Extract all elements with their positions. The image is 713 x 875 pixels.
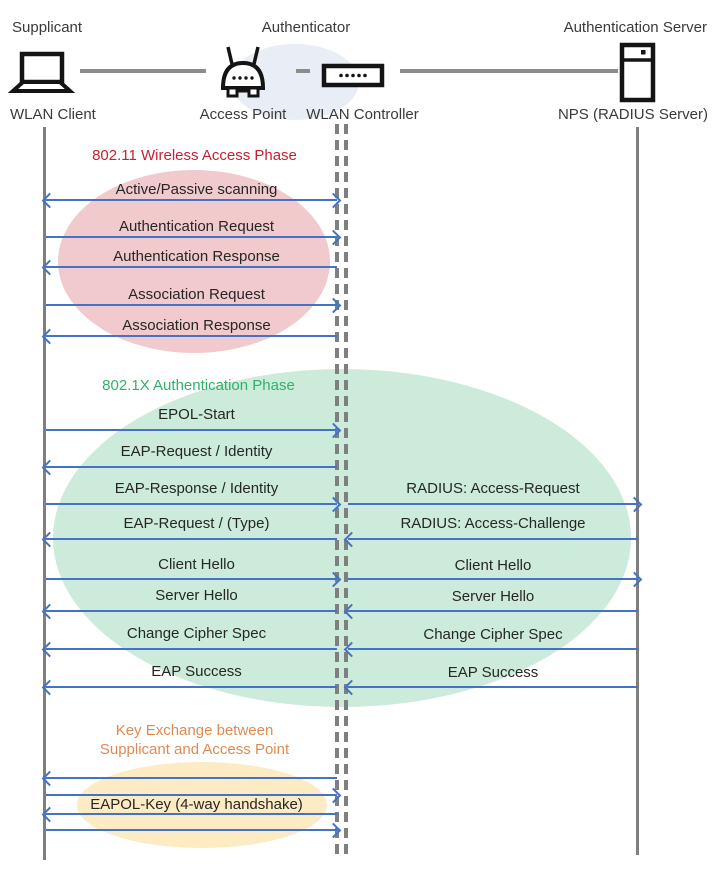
message-label: Authentication Response <box>113 248 280 265</box>
role-auth-server: Authentication Server <box>563 19 707 36</box>
server-icon <box>619 42 656 103</box>
label-nps-server: NPS (RADIUS Server) <box>557 106 708 123</box>
message-label: EAP Success <box>151 663 242 680</box>
message-label: EPOL-Start <box>158 406 235 423</box>
message-arrow <box>41 531 337 548</box>
message-label: Change Cipher Spec <box>423 626 563 643</box>
message-label: RADIUS: Access-Request <box>406 480 580 497</box>
message-arrow <box>348 496 643 513</box>
message-label: Active/Passive scanning <box>115 181 278 198</box>
message-arrow <box>46 422 342 439</box>
arrowhead-right-icon <box>626 571 643 588</box>
message-label: EAP-Response / Identity <box>114 480 279 497</box>
phase1-title: 802.11 Wireless Access Phase <box>92 147 297 164</box>
arrowhead-right-icon <box>325 822 342 839</box>
message-label: Association Response <box>122 317 271 334</box>
connector-ap-controller <box>296 69 310 73</box>
message-arrow <box>41 806 337 823</box>
message-label: Authentication Request <box>118 218 275 235</box>
lifeline-nps-server <box>636 127 639 855</box>
phase3-title-line2: Supplicant and Access Point <box>99 741 290 758</box>
message-arrow <box>41 328 337 345</box>
message-label: RADIUS: Access-Challenge <box>400 515 586 532</box>
phase2-title: 802.1X Authentication Phase <box>102 377 295 394</box>
access-point-icon <box>220 46 266 98</box>
message-arrow <box>41 603 337 620</box>
lifeline-wlan-client <box>43 127 46 860</box>
message-label: Client Hello <box>454 557 532 574</box>
message-arrow <box>41 770 337 787</box>
message-label: Association Request <box>128 286 265 303</box>
phase3-title-line1: Key Exchange between <box>115 722 274 739</box>
label-access-point: Access Point <box>199 106 287 123</box>
message-arrow <box>46 229 342 246</box>
message-arrow <box>41 679 337 696</box>
message-arrow <box>41 641 337 658</box>
phase3-ellipse <box>77 762 327 848</box>
connector-controller-server <box>400 69 618 73</box>
arrowhead-right-icon <box>626 496 643 513</box>
message-arrow <box>41 259 337 276</box>
message-label: Server Hello <box>451 588 535 605</box>
message-label: Change Cipher Spec <box>126 625 267 642</box>
message-label: EAPOL-Key (4-way handshake) <box>90 796 303 813</box>
role-supplicant: Supplicant <box>12 19 83 36</box>
phase3-title: Key Exchange between Supplicant and Acce… <box>46 721 343 759</box>
wlan-controller-icon <box>321 63 385 88</box>
message-label: EAP Success <box>447 664 539 681</box>
device-icons <box>7 42 656 103</box>
message-arrow <box>46 496 342 513</box>
laptop-icon <box>7 51 76 93</box>
message-arrow <box>343 531 638 548</box>
connector-client-ap <box>80 69 206 73</box>
message-arrow <box>46 297 342 314</box>
label-wlan-controller: WLAN Controller <box>306 106 419 123</box>
message-label: EAP-Request / (Type) <box>123 515 270 532</box>
message-arrow <box>46 571 342 588</box>
message-arrow <box>343 603 638 620</box>
message-arrow <box>41 192 342 209</box>
lifeline-wlan-controller-left <box>335 124 339 856</box>
message-arrow <box>46 822 342 839</box>
message-arrow <box>348 571 643 588</box>
message-arrow <box>343 679 638 696</box>
message-label: Server Hello <box>155 587 238 604</box>
message-arrow <box>343 641 638 658</box>
label-wlan-client: WLAN Client <box>10 106 96 123</box>
message-arrow <box>41 459 337 476</box>
message-label: Client Hello <box>158 556 235 573</box>
role-authenticator: Authenticator <box>261 19 351 36</box>
message-label: EAP-Request / Identity <box>120 443 273 460</box>
lifeline-wlan-controller-right <box>344 124 348 856</box>
message-arrow <box>46 787 342 804</box>
